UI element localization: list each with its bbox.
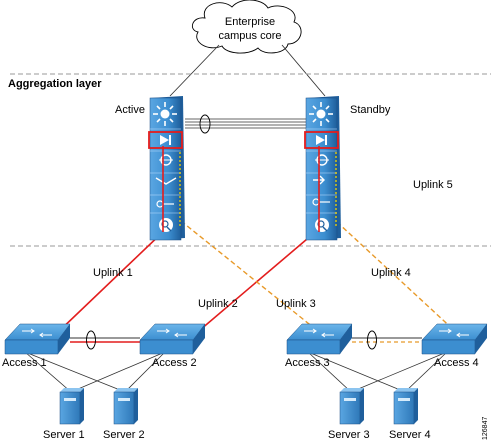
- enterprise-campus-core-cloud: Enterprise campus core: [191, 0, 302, 54]
- server-links: [24, 351, 448, 393]
- standby-label: Standby: [350, 104, 391, 116]
- server-2: [113, 388, 138, 425]
- play-module-icon: [316, 135, 325, 145]
- uplink-1-line: [54, 228, 167, 336]
- access-1-label: Access 1: [2, 357, 47, 369]
- server-1: [59, 388, 84, 425]
- server-4: [393, 388, 418, 425]
- routing-sun-icon: [153, 102, 177, 126]
- uplink-5-label: Uplink 5: [413, 179, 453, 191]
- routing-sun-icon: [309, 102, 333, 126]
- access-12-interlink: [70, 330, 140, 350]
- etherchannel-ring-icon: [367, 330, 377, 350]
- access-2-label: Access 2: [152, 357, 197, 369]
- core-links: [169, 44, 326, 97]
- switch-arrows-icon: [304, 328, 334, 338]
- access-3-label: Access 3: [285, 357, 330, 369]
- supervisor-module-highlight: [148, 131, 183, 149]
- magnifier-module-icon: [159, 218, 173, 232]
- active-label: Active: [115, 104, 145, 116]
- magnifier-module-icon: [315, 218, 329, 232]
- switch-arrows-icon: [439, 328, 469, 338]
- access-4-label: Access 4: [434, 357, 479, 369]
- access-switch-4: [421, 323, 488, 355]
- aggregation-layer-label: Aggregation layer: [8, 78, 102, 90]
- cloud-label-line2: campus core: [219, 30, 282, 42]
- uplink-3-label: Uplink 3: [276, 298, 316, 310]
- etherchannel-ring-icon: [199, 114, 211, 134]
- uplink-4-line: [336, 221, 458, 334]
- check-module-icon: [155, 177, 177, 185]
- uplink-lines: [54, 220, 458, 337]
- server-3-label: Server 3: [328, 429, 370, 441]
- server-3: [339, 388, 364, 425]
- active-aggregation-switch: [148, 96, 185, 241]
- access-switch-2: [139, 323, 206, 355]
- etherchannel-ring-icon: [86, 330, 96, 350]
- uplink-2-label: Uplink 2: [198, 298, 238, 310]
- uplink-2-line: [199, 227, 321, 331]
- server-2-label: Server 2: [103, 429, 145, 441]
- cloud-label-line1: Enterprise: [225, 16, 275, 28]
- figure-id: 126847: [482, 417, 489, 440]
- access-switch-1: [4, 323, 71, 355]
- aggregation-interswitch-link: [185, 114, 306, 134]
- switch-arrows-icon: [157, 328, 187, 338]
- server-drive-icon: [118, 398, 130, 401]
- access-switch-3: [286, 323, 353, 355]
- uplink-3-line: [180, 220, 325, 337]
- server-drive-icon: [344, 398, 356, 401]
- switch-arrows-icon: [22, 328, 52, 338]
- uplink-1-label: Uplink 1: [93, 267, 133, 279]
- supervisor-module-highlight: [304, 131, 339, 149]
- standby-aggregation-switch: [304, 96, 341, 241]
- server-drive-icon: [398, 398, 410, 401]
- uplink-4-label: Uplink 4: [371, 267, 411, 279]
- access-34-interlink: [352, 330, 422, 350]
- server-drive-icon: [64, 398, 76, 401]
- play-module-icon: [160, 135, 169, 145]
- server-4-label: Server 4: [389, 429, 431, 441]
- server-1-label: Server 1: [43, 429, 85, 441]
